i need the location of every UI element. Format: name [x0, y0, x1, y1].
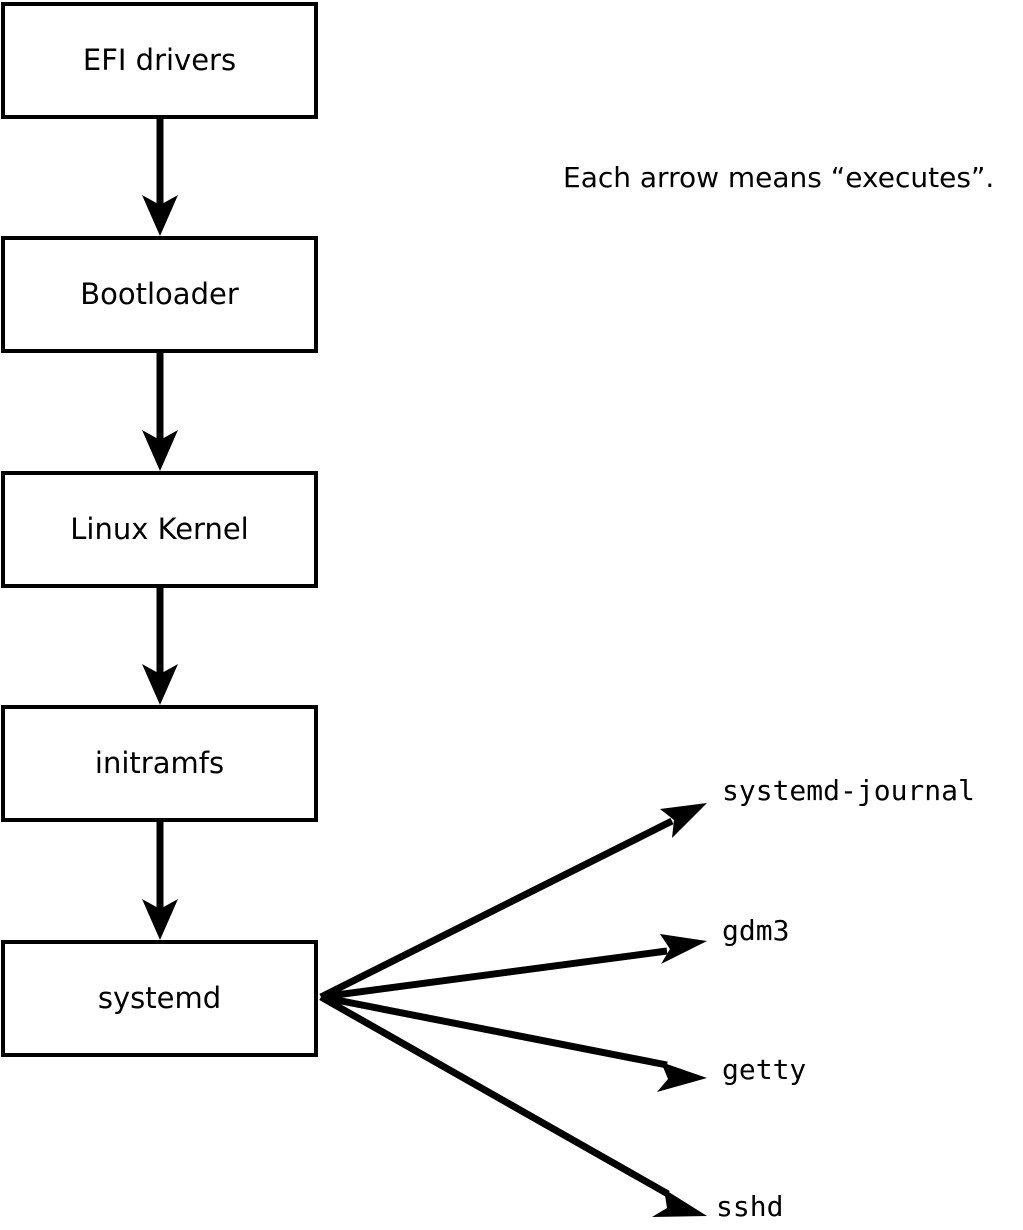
node-label-efi-drivers: EFI drivers	[82, 43, 237, 77]
arrow-bootloader-to-kernel	[142, 353, 178, 471]
arrow-systemd-to-sshd	[319, 993, 707, 1217]
node-bootloader[interactable]: Bootloader	[1, 236, 318, 353]
node-initramfs[interactable]: initramfs	[1, 705, 318, 822]
service-label-gdm3[interactable]: gdm3	[722, 914, 790, 947]
arrow-systemd-to-systemd-journal	[319, 803, 707, 1001]
node-linux-kernel[interactable]: Linux Kernel	[1, 471, 318, 588]
service-label-sshd[interactable]: sshd	[716, 1190, 784, 1223]
arrow-initramfs-to-systemd	[142, 822, 178, 940]
node-label-linux-kernel: Linux Kernel	[70, 512, 249, 546]
arrow-systemd-to-getty	[320, 993, 707, 1092]
node-systemd[interactable]: systemd	[1, 940, 318, 1057]
service-label-getty[interactable]: getty	[722, 1053, 807, 1086]
node-label-systemd: systemd	[97, 981, 222, 1015]
node-efi-drivers[interactable]: EFI drivers	[1, 2, 318, 119]
arrow-systemd-to-gdm3	[320, 934, 707, 1001]
arrow-efi-to-bootloader	[142, 119, 178, 236]
legend-caption: Each arrow means “executes”.	[563, 161, 995, 194]
service-label-systemd-journal[interactable]: systemd-journal	[722, 774, 975, 807]
arrow-kernel-to-initramfs	[142, 588, 178, 705]
node-label-bootloader: Bootloader	[80, 277, 239, 311]
node-label-initramfs: initramfs	[94, 746, 225, 780]
